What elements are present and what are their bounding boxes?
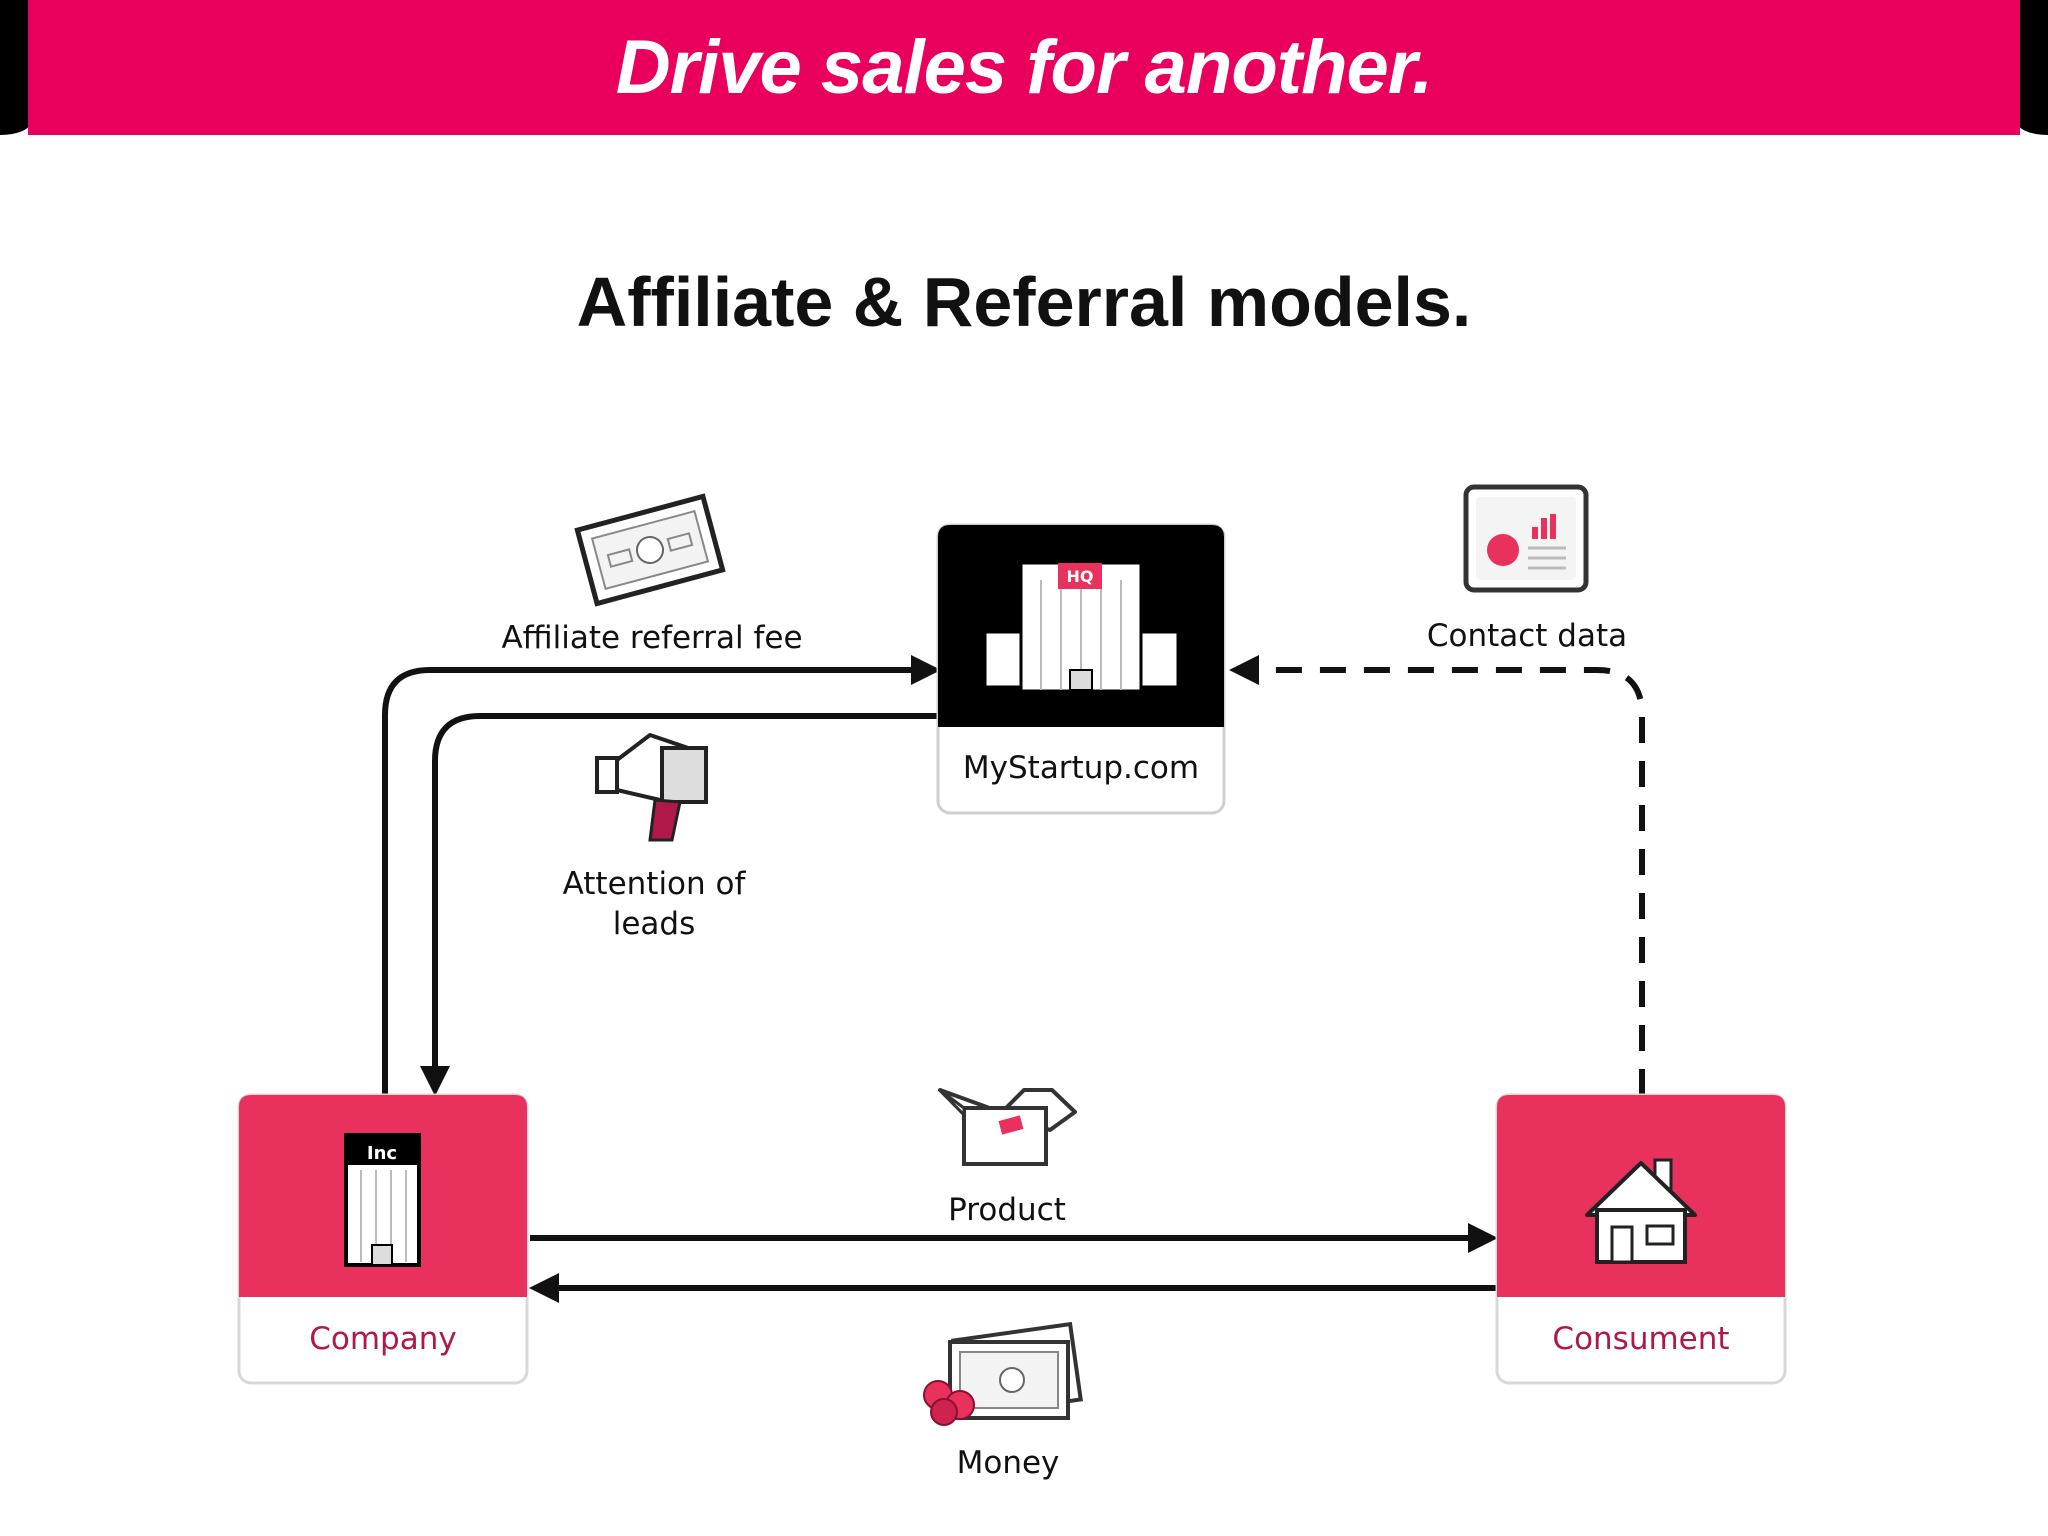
consument-node: Consument [1495,1093,1787,1385]
left-edge-decoration [0,0,30,135]
hq-badge: HQ [1067,567,1094,586]
affiliate-fee-label: Affiliate referral fee [501,620,802,656]
slide-title: Affiliate & Referral models. [576,263,1472,341]
header-banner: Drive sales for another. [28,0,2020,135]
consument-label: Consument [1552,1321,1729,1357]
money-label: Money [957,1445,1060,1481]
open-box-icon [938,1088,1077,1166]
report-chart-icon [1463,484,1589,593]
right-edge-decoration [2018,0,2048,135]
product-label: Product [948,1192,1066,1228]
attention-label-line2: leads [613,906,696,942]
mystartup-label: MyStartup.com [963,750,1199,786]
attention-label-line1: Attention of [563,866,747,902]
inc-building-icon: Inc [344,1133,421,1267]
company-node: Inc Company [237,1093,529,1385]
hq-building-icon: HQ [983,561,1180,693]
mystartup-node: HQ MyStartup.com [936,523,1226,815]
company-label: Company [309,1321,456,1357]
megaphone-icon [595,733,708,842]
banknote-icon [574,493,726,607]
contact-data-label: Contact data [1427,618,1627,654]
attention-leads-arrow [420,713,938,1096]
house-icon [1585,1158,1697,1264]
affiliate-fee-arrow [382,655,941,1095]
contact-data-arrow [1229,655,1645,1095]
cash-coins-icon [923,1321,1083,1426]
banner-title: Drive sales for another. [615,25,1434,110]
inc-badge: Inc [367,1143,397,1164]
